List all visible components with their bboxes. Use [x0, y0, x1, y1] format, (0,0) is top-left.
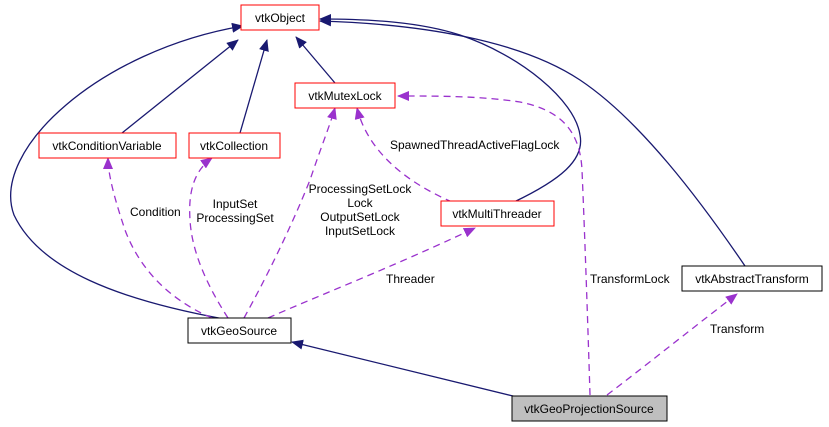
label-condition: Condition: [130, 205, 181, 219]
node-vtkcollection[interactable]: vtkCollection: [188, 132, 281, 159]
label-processingset: ProcessingSet: [196, 211, 274, 225]
node-label: vtkConditionVariable: [52, 139, 161, 153]
node-label: vtkCollection: [200, 139, 268, 153]
node-vtkobject[interactable]: vtkObject: [240, 4, 320, 31]
node-vtkabstracttransform[interactable]: vtkAbstractTransform: [681, 265, 823, 292]
edge-labels: Condition InputSet ProcessingSet Process…: [130, 138, 764, 336]
edge-geoprojection-to-mutexlock: [397, 91, 591, 396]
edge-geosource-to-multithreader: [267, 227, 476, 319]
node-vtkmultithreader[interactable]: vtkMultiThreader: [440, 200, 555, 227]
node-label: vtkObject: [255, 11, 306, 25]
edge-geosource-to-collection: [189, 157, 229, 319]
label-spawnedthreadactiveflaglock: SpawnedThreadActiveFlagLock: [390, 138, 560, 152]
node-vtkconditionvariable[interactable]: vtkConditionVariable: [38, 132, 177, 159]
node-vtkgeoprojectionsource: vtkGeoProjectionSource: [511, 395, 668, 422]
label-threader: Threader: [386, 272, 435, 286]
edge-collection-to-object: [239, 39, 269, 134]
edge-multithreader-to-object: [319, 14, 582, 203]
node-label: vtkMutexLock: [308, 89, 382, 103]
node-vtkgeosource[interactable]: vtkGeoSource: [187, 317, 292, 344]
label-transformlock: TransformLock: [590, 272, 671, 286]
usage-edges: [103, 91, 738, 396]
node-vtkmutexlock[interactable]: vtkMutexLock: [294, 82, 396, 109]
inheritance-edges: [10, 14, 746, 398]
node-label: vtkGeoProjectionSource: [524, 402, 654, 416]
label-lock: Lock: [347, 196, 373, 210]
label-transform: Transform: [710, 322, 764, 336]
edge-geoprojection-to-geosource: [291, 339, 518, 398]
node-label: vtkMultiThreader: [452, 207, 541, 221]
edge-geoprojection-to-abstracttransform: [606, 293, 738, 396]
label-inputset: InputSet: [213, 197, 258, 211]
edge-abstracttransform-to-object: [319, 16, 746, 267]
node-label: vtkGeoSource: [201, 324, 277, 338]
edge-multithreader-to-mutexlock: [354, 107, 453, 203]
edge-geosource-to-object: [10, 22, 244, 320]
edge-mutexlock-to-object: [295, 36, 336, 84]
label-outputsetlock: OutputSetLock: [320, 210, 400, 224]
edge-conditionvariable-to-object: [121, 39, 239, 134]
edge-geosource-to-conditionvariable: [103, 157, 213, 319]
edge-geosource-to-mutexlock: [243, 107, 337, 319]
label-processingsetlock: ProcessingSetLock: [309, 182, 413, 196]
node-label: vtkAbstractTransform: [695, 272, 809, 286]
label-inputsetlock: InputSetLock: [325, 224, 396, 238]
